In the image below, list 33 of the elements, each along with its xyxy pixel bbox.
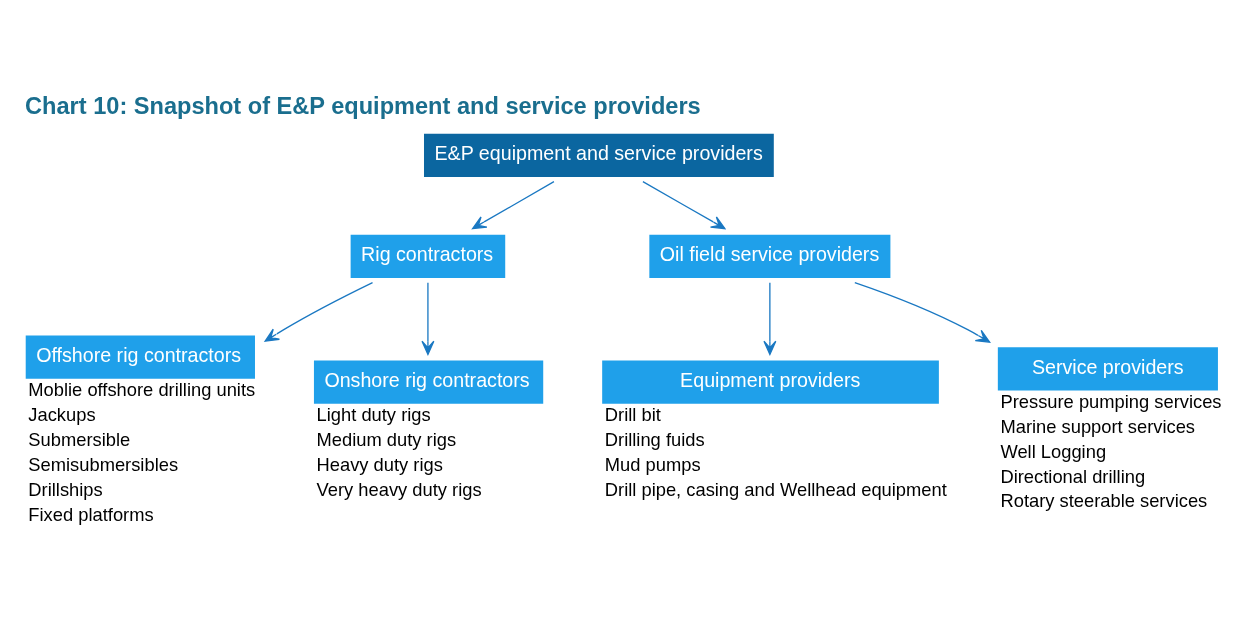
node-box: Service providers xyxy=(997,346,1218,391)
node-label: Mud pumps xyxy=(604,453,701,475)
node-label: Light duty rigs xyxy=(316,403,431,425)
node-label: Drillships xyxy=(28,478,103,500)
node-label: Submersible xyxy=(28,428,131,450)
node-label: Jackups xyxy=(28,403,96,425)
node-label: Moblie offshore drilling units xyxy=(28,378,256,400)
node-box: Onshore rig contractors xyxy=(313,360,544,404)
arrow xyxy=(763,281,777,355)
node-label: Drill bit xyxy=(604,403,661,425)
arrow xyxy=(421,281,435,355)
arrow xyxy=(471,180,555,229)
node-box: Equipment providers xyxy=(602,360,939,404)
diagram-title: Chart 10: Snapshot of E&P equipment and service providers xyxy=(25,92,701,119)
node-box: Rig contractors xyxy=(350,234,506,278)
node-label: Medium duty rigs xyxy=(316,428,457,450)
node-label: Drill pipe, casing and Wellhead equipment xyxy=(604,478,947,500)
node-label: Drilling fuids xyxy=(604,428,705,450)
node-label: Semisubmersibles xyxy=(28,453,179,475)
node-label: Very heavy duty rigs xyxy=(316,478,482,500)
node-label: Fixed platforms xyxy=(28,503,154,525)
arrow xyxy=(264,281,374,342)
node-label: Directional drilling xyxy=(1000,465,1146,487)
arrow xyxy=(854,281,991,343)
node-box: Offshore rig contractors xyxy=(25,335,255,379)
node-box: Oil field service providers xyxy=(649,234,891,278)
node-label: Heavy duty rigs xyxy=(316,453,443,475)
arrow xyxy=(642,180,726,229)
node-box: E&P equipment and service providers xyxy=(424,133,774,177)
node-label: Well Logging xyxy=(1000,440,1107,462)
node-label: Rotary steerable services xyxy=(1000,489,1208,511)
node-label: Pressure pumping services xyxy=(1000,390,1222,412)
node-label: Marine support services xyxy=(1000,415,1196,437)
